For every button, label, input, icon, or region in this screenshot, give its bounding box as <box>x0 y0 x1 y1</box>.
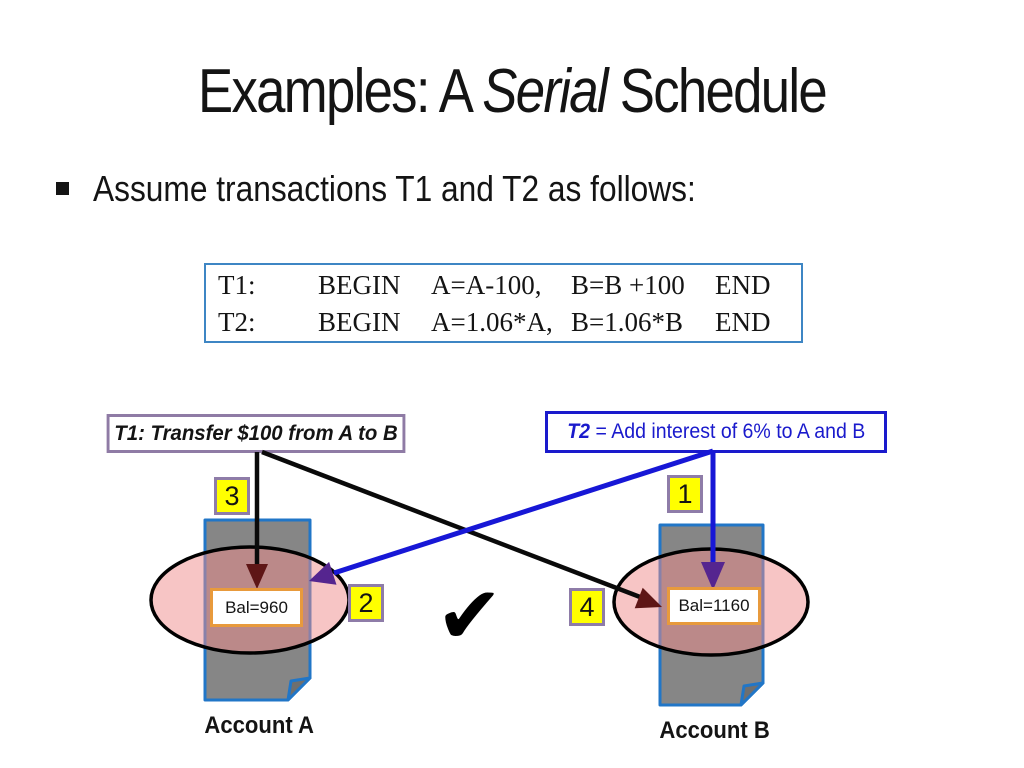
title-italic: Serial <box>482 57 608 126</box>
t2-expr-a: A=1.06*A, <box>431 307 553 337</box>
account-a-label: Account A <box>204 712 314 739</box>
step-badge-1-value: 1 <box>677 478 693 509</box>
t2-callout-rest: = Add interest of 6% to A and B <box>589 420 866 443</box>
t2-callout-lead: T2 <box>566 420 590 443</box>
step-badge-1: 1 <box>667 475 703 513</box>
bullet-square-icon <box>56 182 69 195</box>
step-badge-4-value: 4 <box>579 591 595 622</box>
t1-arrow-to-account-a-head-icon <box>246 564 268 589</box>
account-a-balance-box: Bal=960 <box>210 588 303 627</box>
t2-arrow-to-account-a <box>333 448 714 576</box>
t1-expr-a: A=A-100, <box>431 270 542 300</box>
bullet-text: Assume transactions T1 and T2 as follows… <box>93 168 696 209</box>
t1-arrow-to-account-b <box>261 449 641 600</box>
t2-arrow-to-account-a-head-icon <box>309 561 337 585</box>
account-b-label: Account B <box>659 717 770 744</box>
t1-arrow-to-account-b-head-icon <box>634 587 662 609</box>
t2-expr-b: B=1.06*B <box>571 307 683 337</box>
account-a-document-fold-icon <box>286 676 312 702</box>
t1-label: T1: <box>218 270 256 300</box>
t1-callout-text: T1: Transfer $100 from A to B <box>114 421 398 445</box>
t1-begin: BEGIN <box>318 270 401 300</box>
bullet-row: Assume transactions T1 and T2 as follows… <box>56 168 778 210</box>
title-post: Schedule <box>606 57 828 126</box>
account-b-balance: Bal=1160 <box>678 596 750 615</box>
t2-callout-text: T2 = Add interest of 6% to A and B <box>567 420 865 444</box>
t1-end: END <box>715 270 771 300</box>
transaction-row-t1: T1: BEGIN A=A-100, B=B +100 END <box>218 267 801 304</box>
account-a-balance: Bal=960 <box>225 597 288 617</box>
step-badge-3-value: 3 <box>224 480 240 511</box>
t2-begin: BEGIN <box>318 307 401 337</box>
page-title: Examples: A Serial Schedule <box>77 56 947 127</box>
t1-callout-box: T1: Transfer $100 from A to B <box>106 414 406 453</box>
checkmark-icon: ✔ <box>436 569 504 662</box>
t2-end: END <box>715 307 771 337</box>
step-badge-4: 4 <box>569 588 605 626</box>
account-b-document-fold-icon <box>739 681 765 707</box>
transaction-definition-box: T1: BEGIN A=A-100, B=B +100 END T2: BEGI… <box>204 263 803 343</box>
step-badge-2: 2 <box>348 584 384 622</box>
t2-label: T2: <box>218 307 256 337</box>
title-pre: Examples: A <box>198 57 483 126</box>
transaction-row-t2: T2: BEGIN A=1.06*A, B=1.06*B END <box>218 304 801 341</box>
step-badge-3: 3 <box>214 477 250 515</box>
step-badge-2-value: 2 <box>358 587 374 618</box>
t2-arrow-to-account-b-head-icon <box>701 562 725 590</box>
t2-callout-box: T2 = Add interest of 6% to A and B <box>545 411 887 453</box>
t1-expr-b: B=B +100 <box>571 270 685 300</box>
account-b-balance-box: Bal=1160 <box>667 587 761 625</box>
